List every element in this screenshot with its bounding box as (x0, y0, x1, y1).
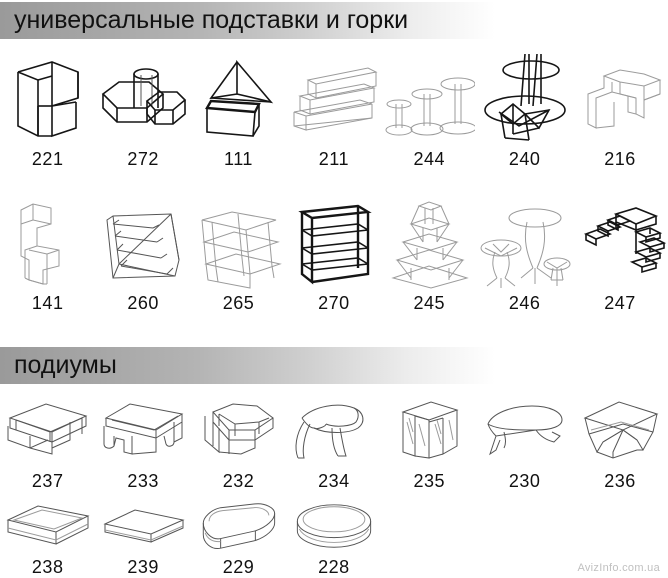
product-item[interactable]: 244 (382, 48, 477, 170)
stepped-corner-riser-icon (587, 69, 662, 129)
product-item[interactable]: 230 (477, 392, 572, 492)
product-item[interactable]: 234 (286, 392, 381, 492)
curved-wave-podium-icon (295, 404, 364, 459)
product-item[interactable]: 265 (191, 192, 286, 314)
product-code: 238 (31, 557, 64, 577)
three-step-riser-icon (20, 203, 60, 285)
product-code: 235 (413, 471, 446, 491)
product-item[interactable]: 235 (382, 392, 477, 492)
two-step-riser-icon (16, 61, 79, 138)
product-code: 239 (127, 557, 159, 577)
oval-low-podium-icon (487, 405, 563, 456)
section-title-podiums: подиумы (14, 351, 117, 379)
product-row-1: 221 272 (0, 48, 668, 170)
product-code: 234 (318, 471, 350, 491)
thick-square-platform-icon (6, 505, 90, 545)
five-tier-tower-stand-icon (391, 201, 470, 289)
product-code: 233 (127, 471, 159, 491)
product-item[interactable]: 141 (0, 192, 95, 314)
rounded-square-platform-icon (203, 503, 276, 549)
product-code: 246 (508, 293, 541, 313)
two-tier-oval-stand-icon (483, 54, 566, 141)
product-code: 245 (413, 293, 446, 313)
product-code: 216 (604, 149, 636, 169)
product-row-2: 141 260 (0, 192, 668, 314)
four-tier-slanted-display-icon (106, 213, 180, 279)
three-tier-stair-shelf-icon (293, 67, 378, 131)
product-code: 111 (224, 149, 253, 169)
product-item[interactable]: 240 (477, 48, 572, 170)
product-row-4: 238 239 229 (0, 500, 668, 578)
product-item[interactable]: 237 (0, 392, 95, 492)
section-header-stands: универсальные подставки и горки (0, 2, 495, 39)
product-item[interactable]: 111 (191, 48, 286, 170)
product-item[interactable]: 246 (477, 192, 572, 314)
hexagon-open-podium-icon (204, 403, 275, 455)
product-item[interactable]: 232 (191, 392, 286, 492)
product-code: 265 (222, 293, 255, 313)
product-code: 240 (508, 149, 541, 169)
product-code: 236 (604, 471, 636, 491)
round-disc-platform-icon (296, 504, 371, 548)
product-item[interactable]: 247 (572, 192, 667, 314)
site-watermark: AvizInfo.com.ua (577, 562, 660, 574)
product-code: 211 (318, 149, 349, 169)
product-code: 270 (318, 293, 350, 313)
product-item[interactable]: 221 (0, 48, 95, 170)
product-code: 141 (31, 293, 64, 313)
three-tier-open-shelf-icon (201, 211, 283, 289)
four-shelf-rack-icon (298, 204, 372, 285)
product-item[interactable]: 260 (95, 192, 190, 314)
product-code: 230 (508, 471, 541, 491)
u-shape-podium-icon (401, 401, 459, 459)
hexagon-risers-set-icon (101, 68, 187, 125)
folded-diamond-podium-icon (583, 401, 659, 459)
section-header-podiums: подиумы (0, 347, 495, 384)
product-item[interactable]: 270 (286, 192, 381, 314)
rect-arch-podium-icon (103, 403, 184, 455)
product-item[interactable]: 238 (0, 500, 95, 578)
product-code: 232 (222, 471, 255, 491)
product-item[interactable]: 228 (286, 500, 381, 578)
empty-cell (477, 500, 572, 578)
product-item[interactable]: 233 (95, 392, 190, 492)
product-code: 260 (127, 293, 159, 313)
product-item[interactable]: 245 (382, 192, 477, 314)
product-code: 244 (413, 149, 446, 169)
corner-staircase-display-icon (583, 207, 667, 274)
product-item[interactable]: 272 (95, 48, 190, 170)
product-code: 228 (318, 557, 350, 577)
product-code: 229 (222, 557, 255, 577)
product-code: 237 (31, 471, 64, 491)
empty-cell (382, 500, 477, 578)
square-open-podium-icon (7, 403, 88, 455)
three-round-pedestals-icon (385, 77, 476, 136)
product-code: 272 (127, 149, 159, 169)
product-code: 221 (31, 149, 64, 169)
product-item[interactable]: 216 (572, 48, 667, 170)
mushroom-pedestal-set-icon (480, 208, 571, 288)
product-item[interactable]: 211 (286, 48, 381, 170)
product-row-3: 237 233 (0, 392, 668, 492)
product-item[interactable]: 239 (95, 500, 190, 578)
easel-sign-holder-icon (205, 59, 274, 137)
product-item[interactable]: 229 (191, 500, 286, 578)
section-title-stands: универсальные подставки и горки (14, 6, 409, 34)
thin-square-platform-icon (103, 509, 185, 543)
product-code: 247 (604, 293, 636, 313)
product-item[interactable]: 236 (572, 392, 667, 492)
